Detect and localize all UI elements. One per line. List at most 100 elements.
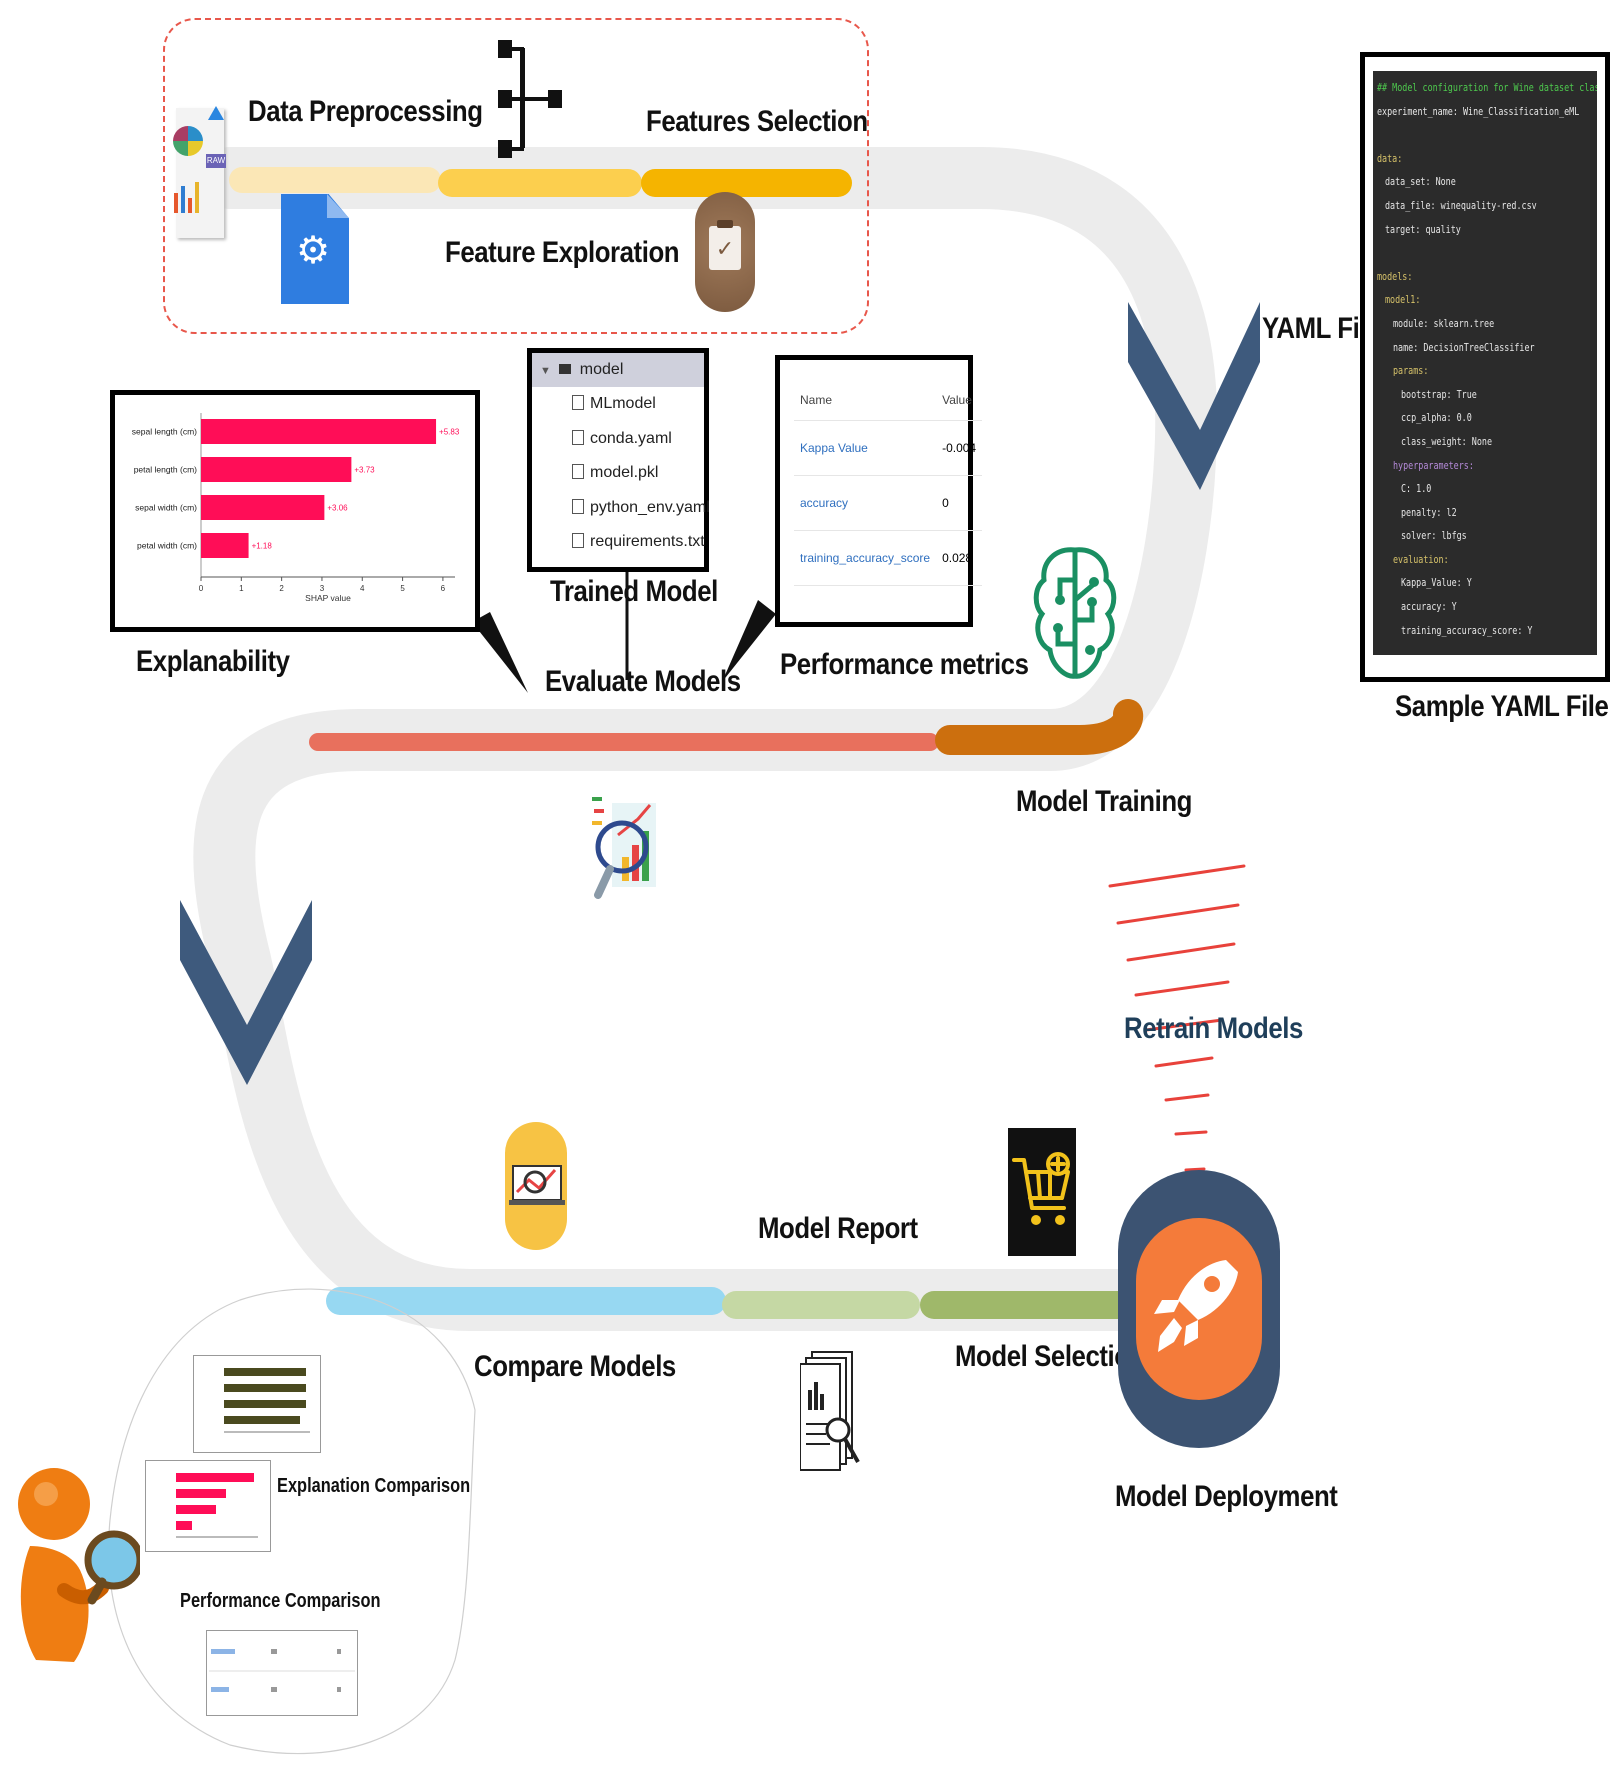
yaml-line: module: sklearn.tree xyxy=(1393,317,1495,330)
file-item[interactable]: model.pkl xyxy=(572,456,704,491)
shap-value-label: +1.18 xyxy=(252,542,273,551)
metric-value: 0.028 xyxy=(936,530,983,586)
compare-analytics-icon xyxy=(505,1122,567,1250)
metric-name-link[interactable]: training_accuracy_score xyxy=(794,530,937,586)
shap-bar xyxy=(201,457,352,482)
shap-value-label: +5.83 xyxy=(439,428,460,437)
file-name: requirements.txt xyxy=(590,533,705,550)
report-document-icon xyxy=(800,1351,860,1471)
shap-value-label: +3.73 xyxy=(354,466,375,475)
metric-name-link[interactable]: accuracy xyxy=(794,475,937,531)
callout-pointer xyxy=(472,612,528,693)
yaml-line: models: xyxy=(1377,270,1413,283)
file-item[interactable]: requirements.txt xyxy=(572,525,705,560)
file-icon xyxy=(572,395,584,410)
gear-icon: ⚙ xyxy=(295,228,331,272)
label-explanation-comparison: Explanation Comparison xyxy=(277,1475,471,1497)
yaml-line: class_weight: None xyxy=(1401,435,1493,448)
folder-row: ▼ model xyxy=(532,353,704,387)
label-sample-yaml-file: Sample YAML File xyxy=(1395,690,1609,723)
yaml-line: hyperparameters: xyxy=(1393,459,1474,472)
label-trained-model: Trained Model xyxy=(550,575,718,608)
explanation-comparison-thumb-1 xyxy=(193,1355,321,1453)
shap-bar xyxy=(201,533,249,558)
yaml-line: accuracy: Y xyxy=(1401,601,1457,614)
label-performance-comparison: Performance Comparison xyxy=(180,1590,381,1612)
metric-value: 0 xyxy=(936,475,983,531)
file-icon xyxy=(572,464,584,479)
metrics-header-value: Value xyxy=(936,380,983,421)
trained-model-files-panel: ▼ model MLmodel conda.yaml model.pkl python… xyxy=(527,348,710,572)
yaml-line: experiment_name: Wine_Classification_eML xyxy=(1377,105,1580,118)
file-name: MLmodel xyxy=(590,395,656,412)
x-tick-label: 3 xyxy=(320,584,325,593)
x-tick-label: 5 xyxy=(400,584,405,593)
person-magnifier-icon xyxy=(18,1468,140,1662)
label-retrain-models: Retrain Models xyxy=(1124,1012,1303,1045)
yaml-line: bootstrap: True xyxy=(1401,388,1477,401)
segment-model-training xyxy=(935,699,1144,755)
yaml-line: model1: xyxy=(1385,294,1421,307)
clipboard-check-icon: ✓ xyxy=(695,192,755,312)
label-model-deployment: Model Deployment xyxy=(1115,1480,1338,1513)
shap-feature-label: sepal width (cm) xyxy=(135,503,197,513)
rocket-icon xyxy=(1154,1260,1238,1352)
label-features-selection: Features Selection xyxy=(646,105,868,138)
x-tick-label: 6 xyxy=(441,584,446,593)
file-item[interactable]: MLmodel xyxy=(572,387,704,422)
chevron-down-icon: ▼ xyxy=(540,365,551,377)
x-tick-label: 1 xyxy=(239,584,244,593)
file-item[interactable]: python_env.yaml xyxy=(572,491,710,526)
yaml-line: name: DecisionTreeClassifier xyxy=(1393,341,1535,354)
cart-add-icon xyxy=(1008,1128,1076,1256)
metric-name-link[interactable]: Kappa Value xyxy=(794,420,937,476)
label-compare-models: Compare Models xyxy=(474,1350,676,1383)
explanation-comparison-thumb-2 xyxy=(145,1460,271,1552)
x-tick-label: 2 xyxy=(279,584,284,593)
shap-feature-label: sepal length (cm) xyxy=(132,427,197,437)
label-performance-metrics: Performance metrics xyxy=(780,648,1029,681)
yaml-line xyxy=(1377,124,1550,148)
yaml-line: ## Model configuration for Wine dataset … xyxy=(1377,82,1597,94)
label-data-preprocessing: Data Preprocessing xyxy=(248,95,483,128)
yaml-line: ccp_alpha: 0.0 xyxy=(1401,412,1472,425)
label-explainability: Explanability xyxy=(136,645,290,678)
file-icon xyxy=(572,533,584,548)
yaml-line: Kappa_Value: Y xyxy=(1401,577,1472,590)
settings-document-icon: ⚙ xyxy=(281,194,349,304)
comparison-bubble xyxy=(107,1288,476,1755)
label-model-training: Model Training xyxy=(1016,785,1193,818)
shap-value-label: +3.06 xyxy=(327,504,348,513)
performance-comparison-thumb xyxy=(206,1630,358,1716)
yaml-line: solver: lbfgs xyxy=(1401,530,1467,543)
yaml-line: evaluation: xyxy=(1393,553,1449,566)
metrics-row: Kappa Value-0.004 xyxy=(794,420,983,476)
file-item[interactable]: conda.yaml xyxy=(572,422,704,457)
hierarchy-icon xyxy=(498,40,562,158)
file-icon xyxy=(572,498,584,514)
label-evaluate-models: Evaluate Models xyxy=(545,665,741,698)
yaml-line: data: xyxy=(1377,152,1403,165)
callout-pointer xyxy=(722,600,776,682)
x-axis-title: SHAP value xyxy=(305,593,351,603)
yaml-line: target: quality xyxy=(1385,223,1461,236)
file-name: model.pkl xyxy=(590,464,659,481)
label-model-report: Model Report xyxy=(758,1212,918,1245)
shap-bar xyxy=(201,495,325,520)
label-feature-exploration: Feature Exploration xyxy=(445,236,680,269)
metrics-header-name: Name xyxy=(794,380,937,421)
yaml-line: training_accuracy_score: Y xyxy=(1401,624,1533,637)
file-name: python_env.yaml xyxy=(590,498,710,516)
sample-yaml-panel: ## Model configuration for Wine dataset … xyxy=(1360,52,1610,682)
analytics-magnifier-icon xyxy=(592,797,656,899)
yaml-line: penalty: l2 xyxy=(1401,506,1457,519)
label-model-selection: Model Selection xyxy=(955,1340,1145,1373)
data-files-icon: RAW xyxy=(168,98,230,248)
yaml-line: data_set: None xyxy=(1385,176,1456,189)
